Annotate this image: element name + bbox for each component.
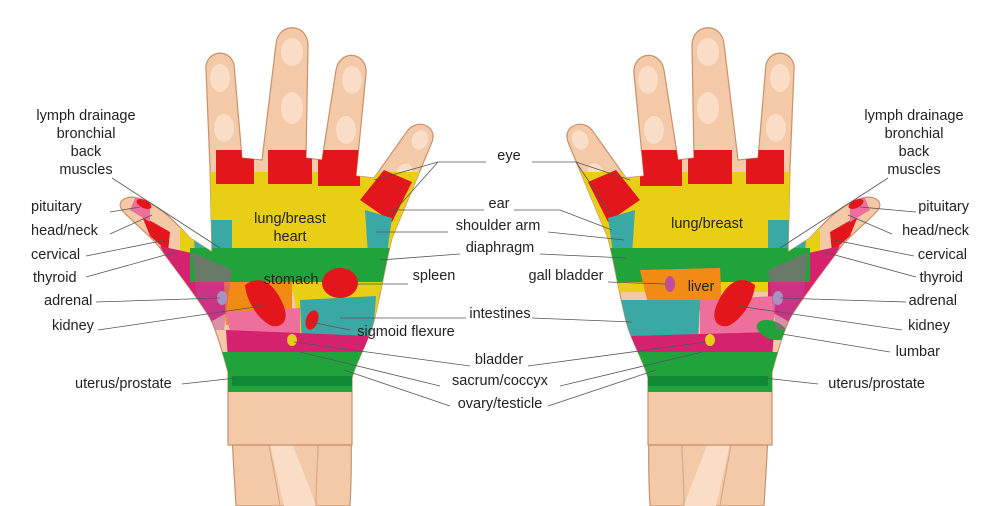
label-right-adrenal: adrenal [909, 293, 957, 309]
label-left-cervical: cervical [31, 247, 80, 263]
label-left-bronchial: bronchial [57, 126, 116, 142]
label-ovary-testicle: ovary/testicle [458, 396, 543, 412]
label-right-lumbar: lumbar [896, 344, 940, 360]
label-right-bronchial: bronchial [885, 126, 944, 142]
label-right-uterus: uterus/prostate [828, 376, 925, 392]
label-left-kidney: kidney [52, 318, 95, 334]
label-sacrum-coccyx: sacrum/coccyx [452, 373, 549, 389]
label-sigmoid-flexure: sigmoid flexure [357, 324, 455, 340]
label-lung-breast-right: lung/breast [671, 216, 743, 232]
label-right-thyroid: thyroid [919, 270, 963, 286]
label-diaphragm: diaphragm [466, 240, 535, 256]
label-right-pituitary: pituitary [918, 199, 970, 215]
center-labels: eye ear shoulder arm diaphragm spleen ga… [357, 148, 603, 412]
label-right-lymph: lymph drainage [864, 108, 963, 124]
label-right-back: back [899, 144, 930, 160]
label-gall-bladder: gall bladder [529, 268, 604, 284]
label-heart: heart [273, 229, 306, 245]
right-labels: lymph drainage bronchial back muscles pi… [828, 108, 969, 392]
label-right-cervical: cervical [918, 247, 967, 263]
label-lung-breast-left: lung/breast [254, 211, 326, 227]
left-labels: lymph drainage bronchial back muscles pi… [31, 108, 172, 392]
label-left-back: back [71, 144, 102, 160]
leader-lines [85, 161, 917, 407]
left-hand [119, 27, 434, 506]
label-left-adrenal: adrenal [44, 293, 92, 309]
label-right-kidney: kidney [908, 318, 951, 334]
label-left-uterus: uterus/prostate [75, 376, 172, 392]
label-stomach: stomach [264, 272, 319, 288]
label-left-thyroid: thyroid [33, 270, 77, 286]
label-right-head-neck: head/neck [902, 223, 970, 239]
label-right-muscles: muscles [887, 162, 940, 178]
label-left-head-neck: head/neck [31, 223, 99, 239]
right-hand [566, 27, 881, 506]
label-left-lymph: lymph drainage [36, 108, 135, 124]
in-hand-labels: lung/breast heart stomach lung/breast li… [254, 211, 743, 295]
left-reflex-zones [130, 150, 420, 392]
label-eye: eye [497, 148, 520, 164]
label-shoulder-arm: shoulder arm [456, 218, 541, 234]
label-left-pituitary: pituitary [31, 199, 83, 215]
label-spleen: spleen [413, 268, 456, 284]
right-reflex-zones [580, 150, 870, 392]
label-ear: ear [489, 196, 510, 212]
label-left-muscles: muscles [59, 162, 112, 178]
label-intestines: intestines [469, 306, 530, 322]
label-bladder: bladder [475, 352, 524, 368]
label-liver: liver [688, 279, 715, 295]
